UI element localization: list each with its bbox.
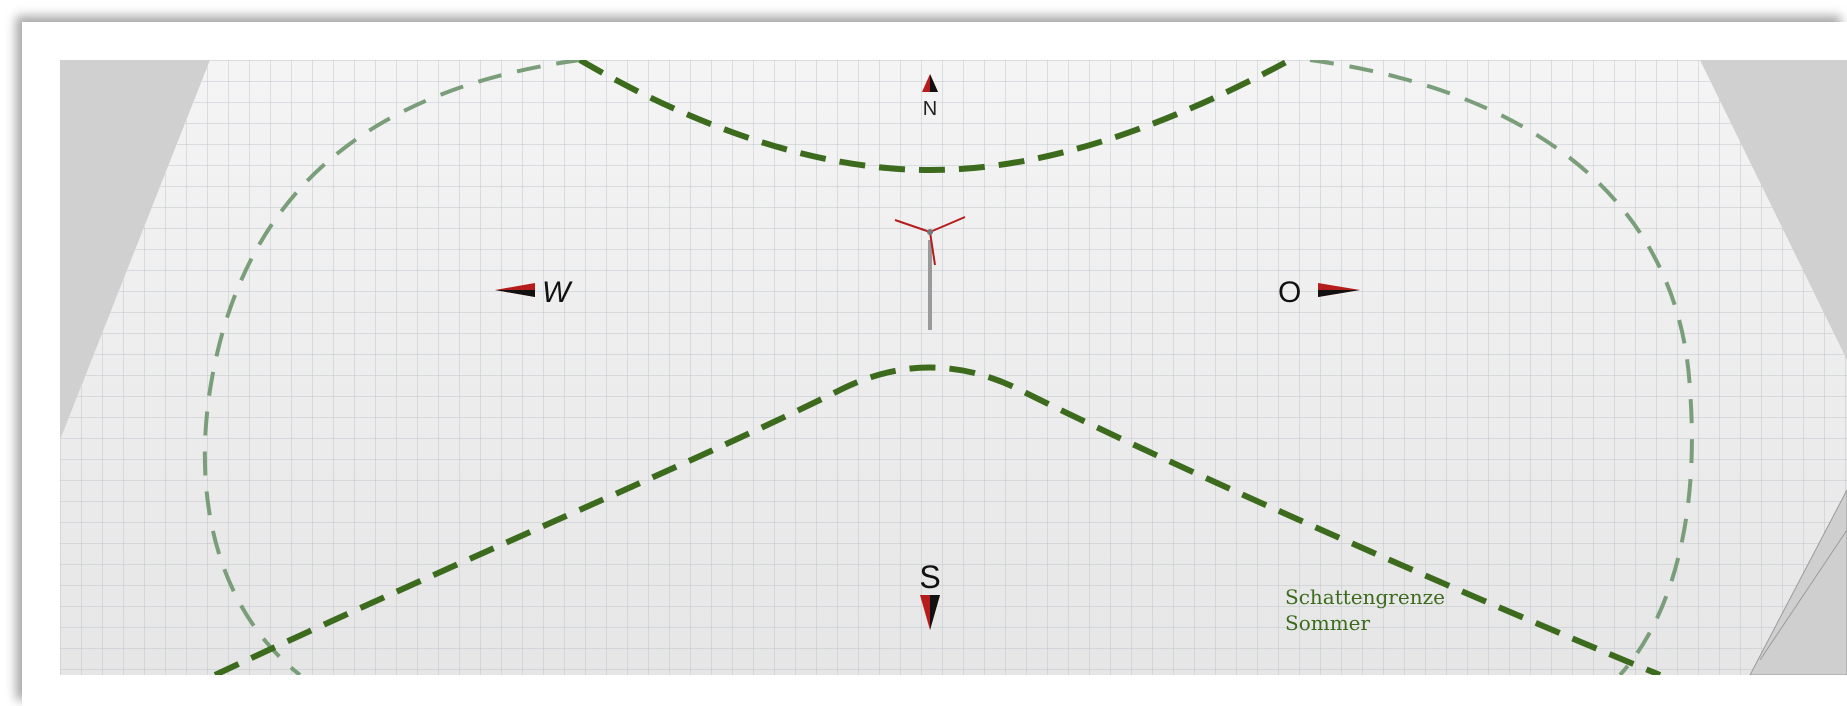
shadow-diagram: N S W O (60, 60, 1847, 675)
label-west: W (542, 276, 573, 309)
legend-summer-shadow: Schattengrenze Sommer (1285, 584, 1445, 636)
label-north: N (923, 98, 937, 120)
label-south: S (919, 559, 940, 595)
label-east: O (1278, 276, 1301, 309)
legend-line-2: Sommer (1285, 610, 1445, 636)
shadow-diagram-scene: N S W O (60, 60, 1847, 675)
legend-line-1: Schattengrenze (1285, 584, 1445, 610)
